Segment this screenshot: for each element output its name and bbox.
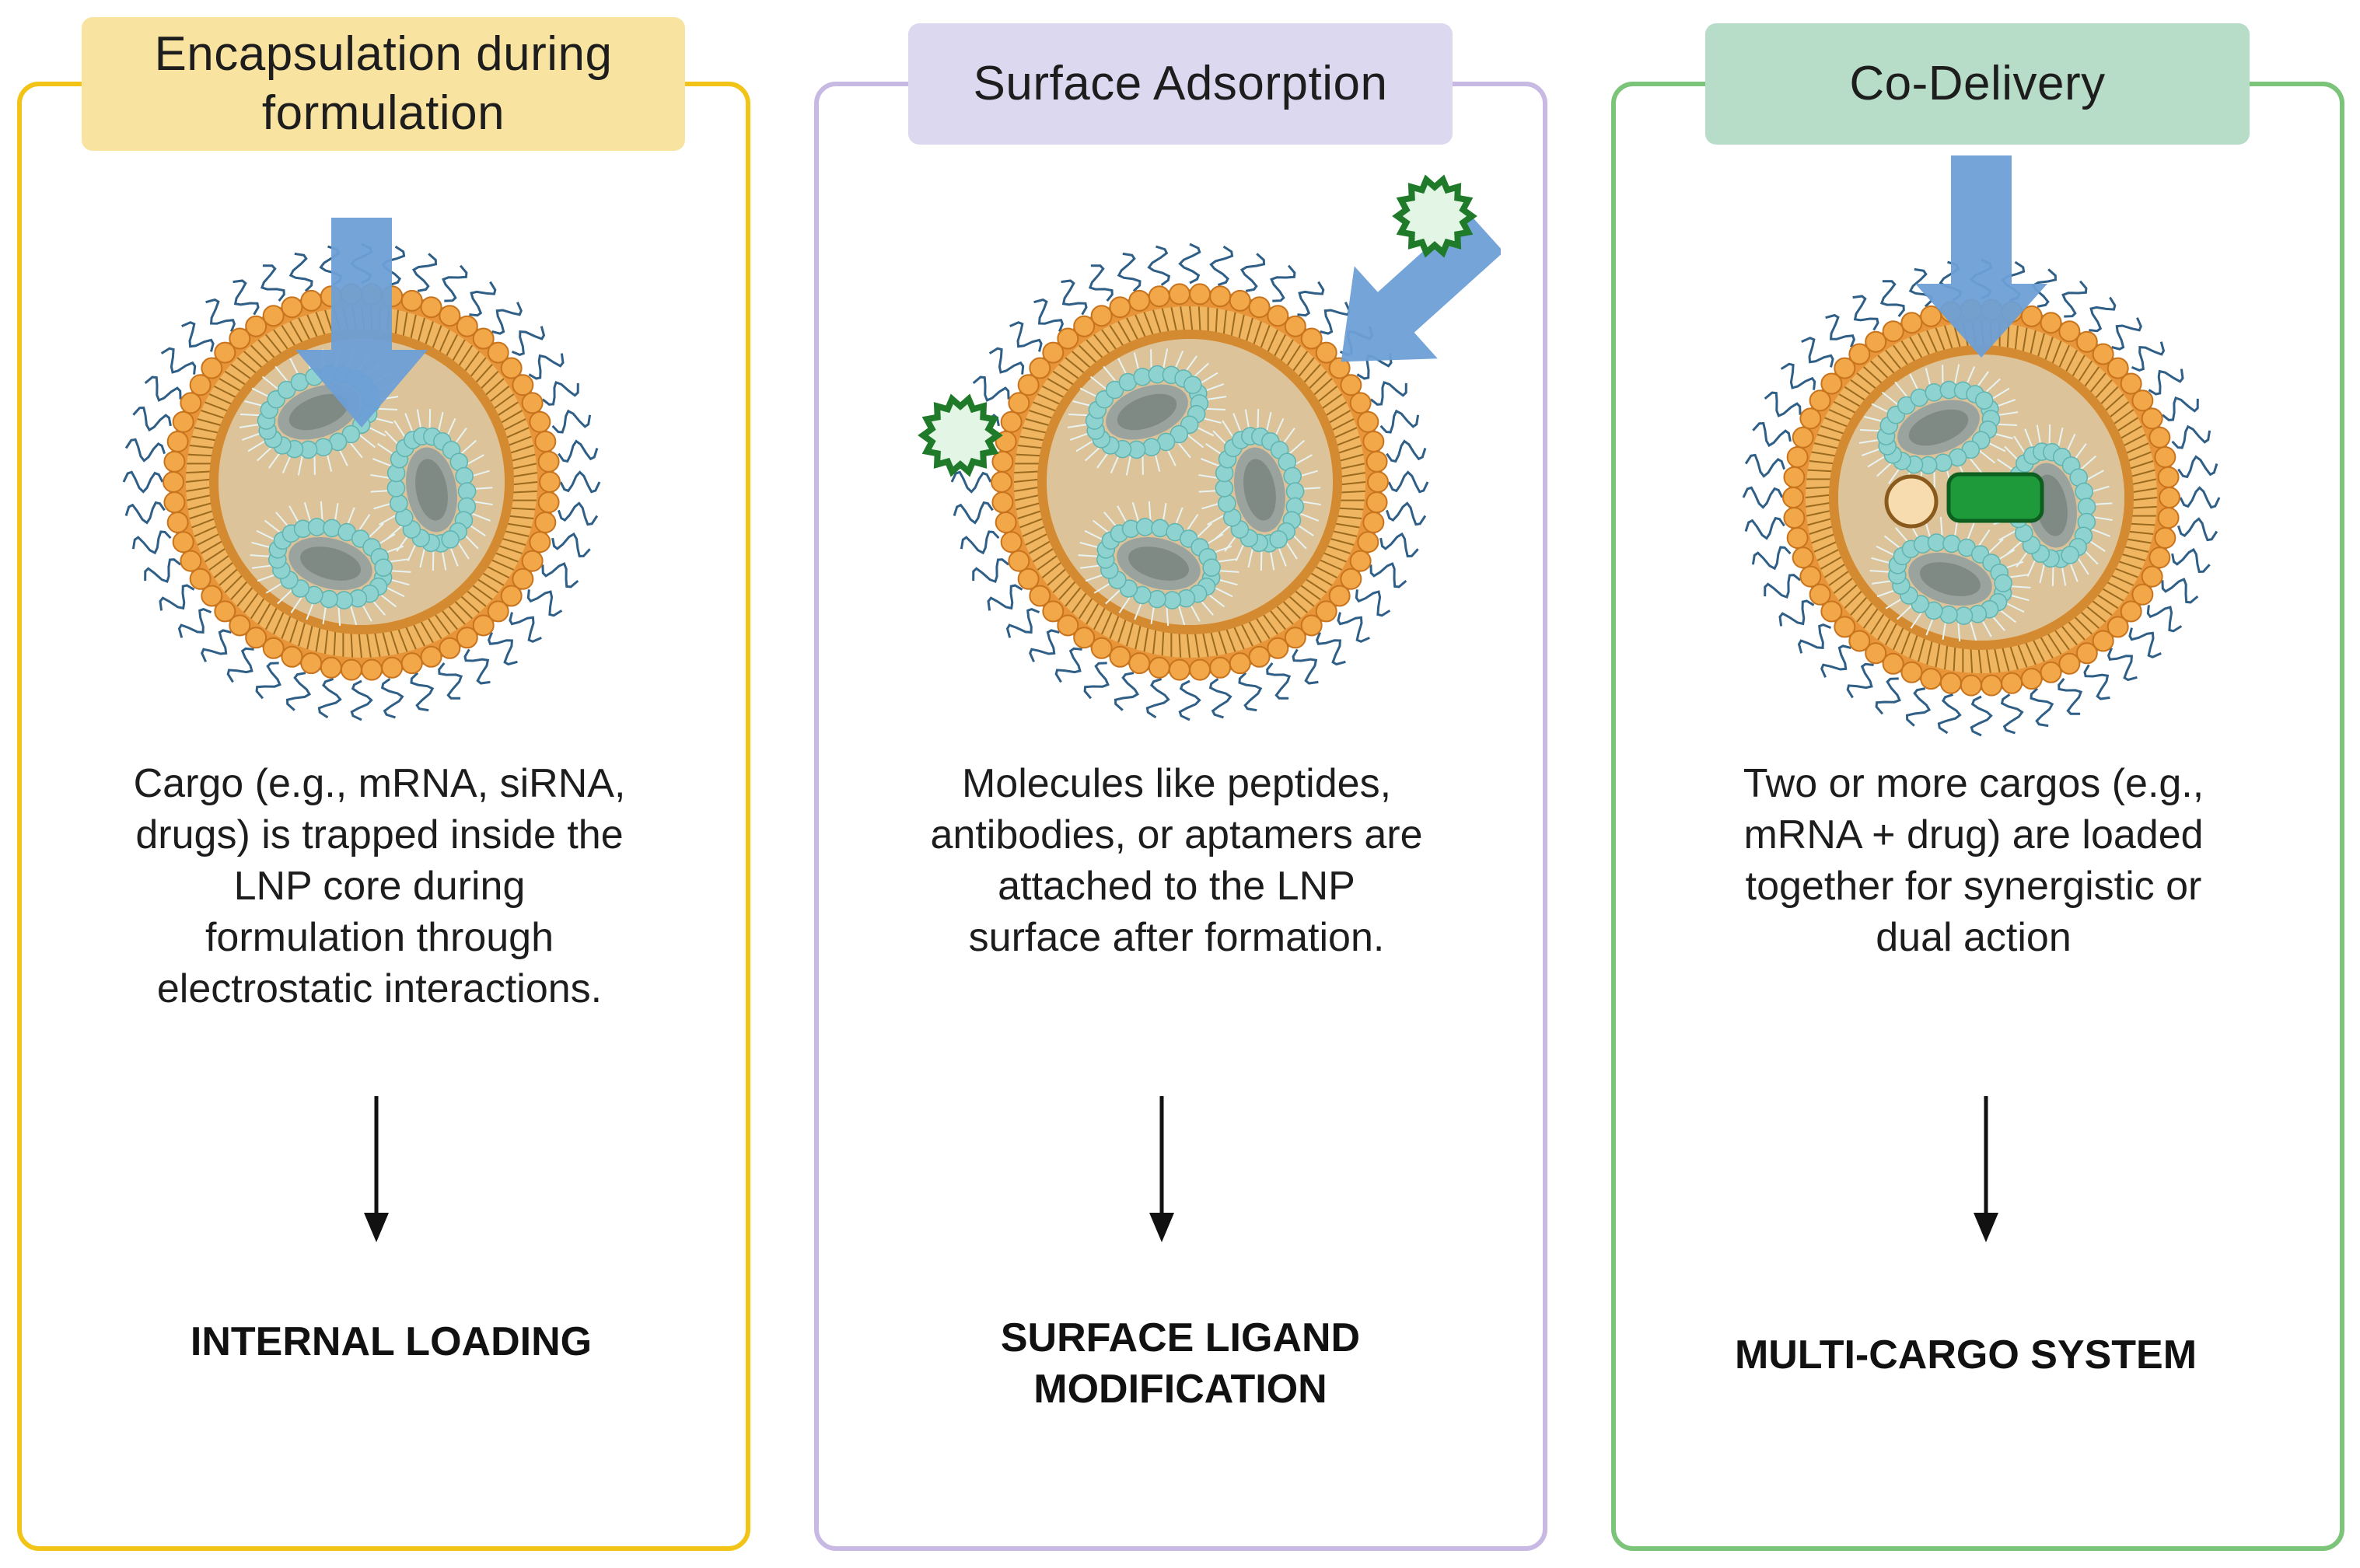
title-surface-adsorption: Surface Adsorption (908, 23, 1453, 145)
lnp-co-delivery-illustration (1742, 155, 2221, 737)
down-arrow-icon (1149, 1096, 1174, 1242)
lnp-surface-adsorption-illustration (918, 174, 1501, 721)
lnp-encapsulation-illustration (122, 218, 601, 721)
result-internal-loading: INTERNAL LOADING (190, 1319, 593, 1364)
description-co-delivery: Two or more cargos (e.g., mRNA + drug) a… (1743, 761, 2204, 960)
description-surface-adsorption: Molecules like peptides, antibodies, or … (930, 761, 1423, 960)
ligand-icon (1392, 174, 1477, 258)
blue-arrow-icon (1915, 155, 2047, 358)
blue-arrow-icon (1341, 211, 1501, 362)
down-arrow-icon (1974, 1096, 1998, 1242)
blue-arrow-icon (295, 218, 428, 428)
second-cargo-icon (1884, 474, 1939, 529)
title-co-delivery: Co-Delivery (1705, 23, 2250, 145)
title-encapsulation: Encapsulation during formulation (82, 17, 685, 151)
ligand-icon (918, 393, 1003, 477)
result-surface-ligand-modification: SURFACE LIGAND MODIFICATION (1000, 1315, 1361, 1412)
drug-cargo-icon (1946, 472, 2044, 523)
mrna-clusters (1858, 364, 2113, 642)
peg-chains (1742, 258, 2221, 737)
lipid-nanoparticle-icon (1742, 258, 2221, 737)
lipid-nanoparticle-icon (122, 243, 601, 721)
mrna-clusters (1067, 348, 1321, 627)
result-multi-cargo-system: MULTI-CARGO SYSTEM (1734, 1332, 2197, 1378)
lipid-heads (1782, 299, 2180, 697)
lipid-nanoparticle-icon (950, 243, 1429, 721)
description-encapsulation: Cargo (e.g., mRNA, siRNA, drugs) is trap… (133, 761, 626, 1011)
lipid-heads (991, 283, 1389, 681)
down-arrow-icon (364, 1096, 389, 1242)
